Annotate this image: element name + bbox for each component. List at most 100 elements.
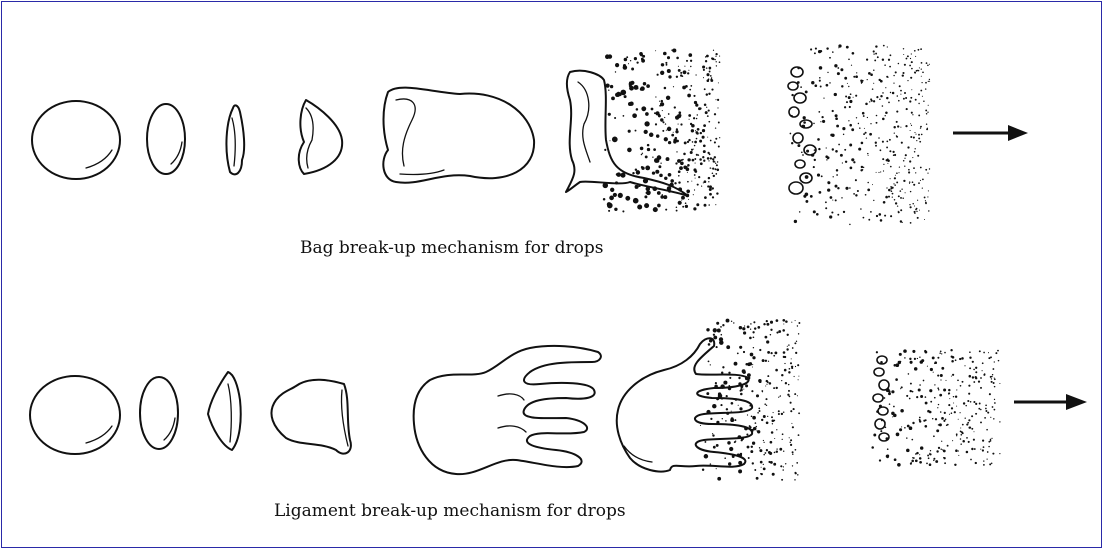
spray-dot [771,416,773,418]
spray-dot [958,419,959,420]
spray-dot [896,172,898,174]
spray-dot [870,73,873,76]
spray-dot [703,182,704,183]
spray-dot [706,55,709,58]
spray-dot [959,358,961,360]
spray-dot [975,462,977,464]
spray-dot [666,130,667,131]
spray-dot [805,193,809,197]
spray-dot [892,196,893,197]
spray-dot [800,86,802,88]
spray-dot [982,362,984,364]
spray-dot [643,178,648,183]
spray-dot [956,389,957,390]
spray-dot [720,384,724,388]
spray-dot [695,131,698,134]
bag-stage-7-droplets [788,44,930,225]
spray-dot [753,347,754,348]
spray-dot [676,76,678,78]
spray-dot [871,100,873,102]
spray-dot [874,59,876,61]
spray-dot [719,61,721,63]
spray-dot [975,413,977,415]
spray-dot [693,194,694,195]
spray-dot [726,395,728,397]
spray-dot [776,332,778,334]
spray-dot [641,154,643,156]
spray-dot [941,367,944,370]
spray-dot [773,355,775,357]
spray-dot [738,382,741,385]
spray-dot [891,412,894,415]
spray-dot [799,211,801,213]
spray-dot [726,319,730,323]
spray-dot [987,412,989,414]
spray-dot [759,410,761,412]
spray-dot [752,442,755,445]
spray-dot [767,351,770,354]
spray-dot [757,412,759,414]
spray-dot [785,463,786,464]
spray-dot [695,74,696,75]
spray-dot [636,61,638,63]
bag-stage-6-bursting [566,48,720,212]
spray-dot [795,366,796,367]
bag-caption: Bag break-up mechanism for drops [300,238,603,258]
spray-dot [927,65,929,67]
spray-dot [873,434,876,437]
spray-dot [877,56,879,58]
spray-dot [923,380,925,382]
spray-dot [797,67,800,70]
spray-dot [982,449,984,451]
spray-dot [729,377,731,379]
spray-dot [979,403,981,405]
spray-dot [939,352,941,354]
spray-dot [678,175,680,177]
spray-dot [905,154,907,156]
spray-dot [879,98,881,100]
spray-dot [915,148,916,149]
spray-dot [738,377,740,379]
spray-dot [752,356,755,359]
spray-dot [986,429,988,431]
spray-dot [721,371,723,373]
spray-dot [820,86,822,88]
spray-dot [904,357,906,359]
spray-dot [938,389,940,391]
spray-dot [776,450,778,452]
spray-dot [912,157,913,158]
spray-dot [766,320,768,322]
spray-dot [952,440,953,441]
spray-dot [973,401,975,403]
bag-stage-4-bag-forming [299,100,342,174]
spray-dot [853,76,855,78]
spray-dot [691,149,693,151]
spray-dot [760,461,763,464]
spray-dot [622,210,624,212]
spray-dot [876,351,878,353]
spray-dot [947,445,949,447]
spray-dot [935,460,938,463]
ring-droplet [794,93,806,103]
spray-dot [708,204,710,206]
spray-dot [699,158,702,161]
spray-dot [928,457,930,459]
spray-dot [894,154,896,156]
spray-dot [889,150,891,152]
spray-dot [783,450,784,451]
spray-dot [916,70,918,72]
spray-dot [883,164,884,165]
spray-dot [743,371,746,374]
spray-dot [678,187,682,191]
spray-dot [849,124,852,127]
spray-dot [813,210,816,213]
spray-dot [967,422,969,424]
spray-dot [910,222,912,224]
spray-dot [860,169,862,171]
spray-dot [713,336,717,340]
spray-dot [710,75,712,77]
spray-dot [962,381,964,383]
spray-dot [929,64,930,65]
spray-dot [789,437,790,438]
spray-dot [749,426,751,428]
